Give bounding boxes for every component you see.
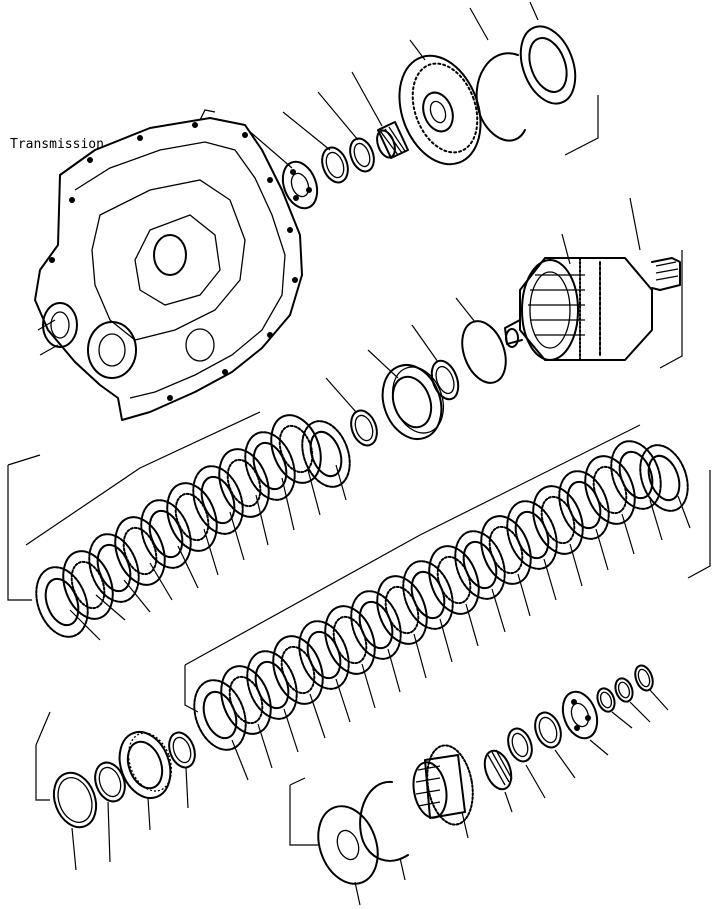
clutch-drum-icon <box>504 257 681 361</box>
snap-ring-icon <box>614 677 634 703</box>
clutch-disc-icon <box>376 575 428 645</box>
bearing-icon <box>376 121 409 159</box>
clutch-disc-icon <box>244 431 296 501</box>
bearing-icon <box>483 749 513 791</box>
clutch-disc-icon <box>639 444 689 512</box>
clutch-disc-icon <box>350 590 402 660</box>
clutch-disc-icon <box>193 679 247 751</box>
bearing-icon <box>281 160 319 210</box>
snap-ring-icon <box>317 805 379 885</box>
clutch-disc-icon <box>532 485 584 555</box>
clutch-disc-icon <box>454 530 506 600</box>
snap-ring-icon <box>634 664 654 692</box>
clutch-disc-icon <box>428 545 480 615</box>
clutch-disc-icon <box>246 650 298 720</box>
clutch-disc-icon <box>558 470 610 540</box>
clutch-disc-icon <box>402 560 454 630</box>
snap-ring-icon <box>349 137 375 173</box>
piston-icon <box>381 364 445 440</box>
snap-ring-icon <box>461 320 507 384</box>
gear-icon <box>412 744 474 826</box>
clutch-disc-icon <box>218 448 270 518</box>
snap-ring-icon <box>321 146 349 184</box>
snap-ring-icon <box>519 25 577 105</box>
clutch-disc-icon <box>166 482 218 552</box>
transmission-housing-icon <box>34 109 303 421</box>
clutch-disc-icon <box>88 533 140 603</box>
snap-ring-icon <box>475 52 526 142</box>
snap-ring-icon <box>507 727 533 763</box>
clutch-disc-icon <box>301 420 351 488</box>
snap-ring-icon <box>52 771 98 829</box>
snap-ring-icon <box>359 780 409 862</box>
clutch-disc-icon <box>114 516 166 586</box>
clutch-disc-icon <box>610 440 662 510</box>
snap-ring-icon <box>350 409 378 447</box>
snap-ring-icon <box>168 731 196 769</box>
clutch-disc-icon <box>480 515 532 585</box>
clutch-disc-icon <box>506 500 558 570</box>
snap-ring-icon <box>534 711 562 749</box>
clutch-disc-icon <box>324 605 376 675</box>
clutch-disc-icon <box>35 566 89 638</box>
clutch-disc-icon <box>584 455 636 525</box>
snap-ring-icon <box>596 687 616 713</box>
bearing-icon <box>561 690 599 740</box>
clutch-disc-icon <box>192 465 244 535</box>
clutch-disc-icon <box>140 499 192 569</box>
clutch-disc-icon <box>298 620 350 690</box>
clutch-disc-icon <box>272 635 324 705</box>
transmission-caption: Transmission <box>10 137 104 152</box>
piston-icon <box>118 731 173 799</box>
